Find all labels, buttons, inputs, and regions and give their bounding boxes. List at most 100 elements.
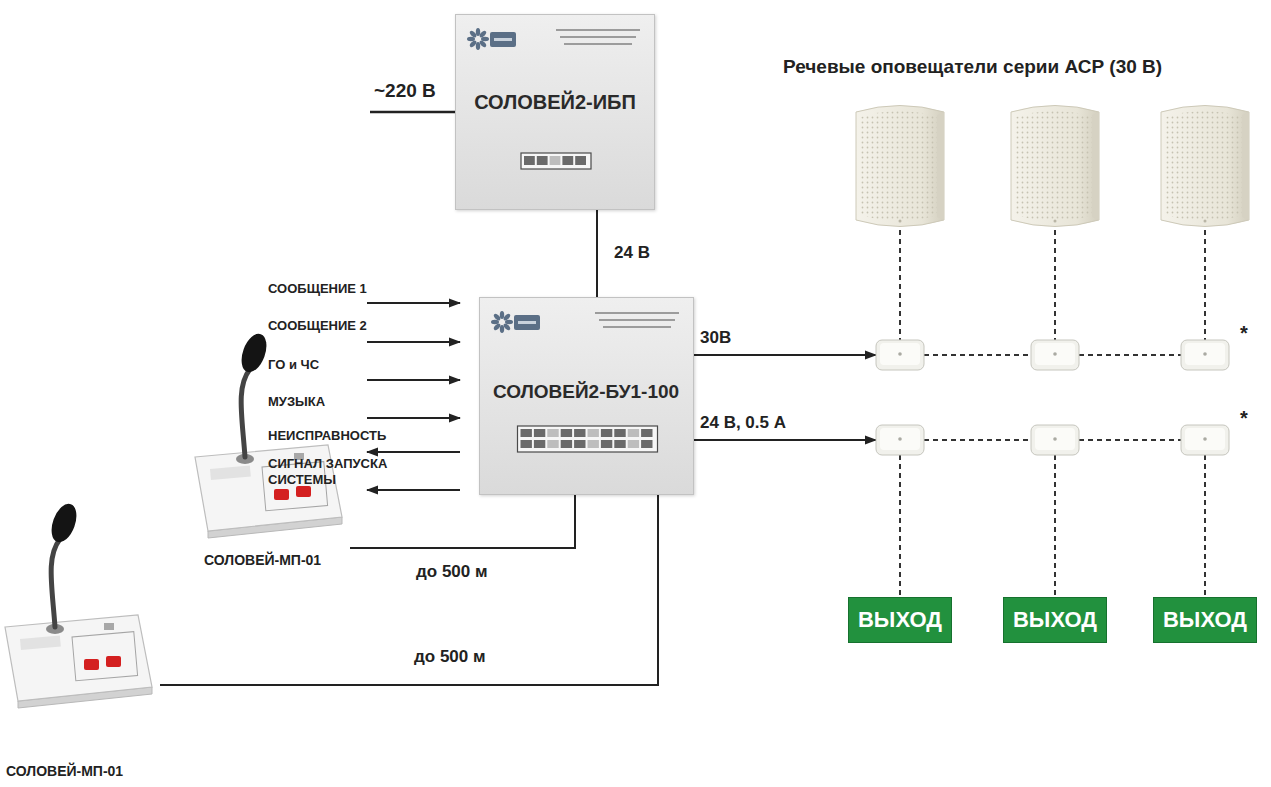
indicator-cell: [641, 440, 652, 448]
console-switch: [104, 623, 114, 630]
speaker-icons: [1011, 106, 1099, 227]
microphone-console: СОЛОВЕЙ-МП-01: [190, 340, 350, 570]
output-lines: [688, 439, 876, 441]
signal-arrows: [367, 341, 460, 343]
exit-sign: ВЫХОД: [1153, 597, 1257, 643]
dashed-wiring: [900, 230, 1205, 596]
signal-label: ~220 В: [374, 80, 436, 103]
logo-plate: [490, 32, 516, 47]
gooseneck: [51, 539, 60, 627]
exit-sign: ВЫХОД: [1003, 597, 1107, 643]
indicator-cell: [575, 156, 586, 165]
indicator-cell: [560, 440, 571, 448]
text-stack: ВЫХОД: [1004, 598, 1106, 642]
signal-label: МУЗЫКА: [268, 394, 325, 410]
dashed-wiring: [1204, 230, 1206, 340]
junction-boxes: [1181, 425, 1229, 455]
fine-print: [603, 326, 671, 328]
text-stack: ВЫХОД: [849, 598, 951, 642]
dashed-wiring: [1079, 439, 1181, 441]
device-label: СОЛОВЕЙ-МП-01: [6, 763, 123, 780]
console-button: [106, 656, 121, 667]
exit-text: ВЫХОД: [1013, 608, 1097, 632]
footnote-mark: *: [1240, 321, 1248, 345]
indicator-cell: [533, 429, 544, 437]
indicator-cell: [641, 429, 652, 437]
indicator-panel: [517, 426, 657, 452]
logo-petal: [479, 30, 488, 39]
text-stack: СОЛОВЕЙ-МП-01: [190, 552, 350, 569]
logo-petal: [491, 320, 499, 324]
logo-plate-line: [518, 321, 536, 324]
gooseneck: [241, 369, 250, 457]
signal-label: 24 В, 0.5 А: [700, 413, 786, 433]
dashed-wiring: [924, 439, 1031, 441]
signal-arrows: [367, 302, 460, 304]
cable-label: до 500 м: [414, 562, 490, 582]
fine-print: [560, 36, 636, 38]
fine-print: [599, 319, 675, 321]
exit-text: ВЫХОД: [858, 608, 942, 632]
logo-petal: [502, 313, 511, 322]
device-label: СОЛОВЕЙ-МП-01: [204, 552, 321, 569]
signal-arrows: [367, 379, 460, 381]
indicator-cell: [627, 440, 638, 448]
speaker-icons: [856, 106, 1249, 227]
junction-boxes: [1031, 425, 1079, 455]
indicator-cell: [562, 156, 573, 165]
signal-label: СООБЩЕНИЕ 1: [268, 281, 367, 297]
junction-boxes: [876, 340, 1229, 455]
signal-arrows: [367, 451, 460, 453]
indicator-cell: [560, 429, 571, 437]
junction-boxes: [1181, 340, 1229, 370]
microphone-console-picture: [0, 505, 160, 785]
console-label-area: [20, 636, 61, 650]
console-button: [296, 486, 311, 497]
microphone-head: [47, 500, 81, 545]
microphone-console-picture: [190, 340, 350, 570]
dashed-wiring: [924, 354, 1031, 356]
indicator-cell: [627, 429, 638, 437]
indicator-cell: [614, 429, 625, 437]
logo-petal: [499, 325, 503, 333]
speaker-icons: [1161, 106, 1249, 227]
signal-label: НЕИСПРАВНОСТЬ: [268, 428, 386, 444]
mains-wire: [370, 112, 455, 113]
device-box: СОЛОВЕЙ2-БУ1-100: [479, 297, 694, 495]
signal-arrows: [367, 489, 460, 491]
console-label-area: [210, 466, 251, 480]
indicator-cell: [520, 440, 531, 448]
fine-print: [564, 43, 632, 45]
footnote-mark: *: [1240, 406, 1248, 430]
indicator-cell: [547, 429, 558, 437]
junction-boxes: [1031, 340, 1079, 370]
text-stack: СОЛОВЕЙ2-ИБП: [456, 90, 654, 114]
signal-label: ГО и ЧС: [268, 357, 319, 373]
logo-plate-line: [494, 38, 512, 41]
logo-petal: [499, 311, 503, 319]
logo-petal: [505, 320, 513, 324]
indicator-cell: [600, 429, 611, 437]
indicator-cell: [587, 429, 598, 437]
logo-plate: [514, 315, 540, 330]
device-box: СОЛОВЕЙ2-ИБП: [455, 14, 655, 210]
console-body: [5, 615, 152, 701]
indicator-cell: [537, 156, 548, 165]
device-name: СОЛОВЕЙ2-БУ1-100: [493, 381, 679, 404]
dashed-wiring: [1054, 230, 1056, 340]
exit-sign: ВЫХОД: [848, 597, 952, 643]
logo-petal: [476, 28, 480, 36]
signal-label: СООБЩЕНИЕ 2: [268, 318, 367, 334]
text-stack: СОЛОВЕЙ2-БУ1-100: [480, 381, 693, 404]
output-lines: [688, 355, 876, 440]
fine-print: [595, 312, 679, 314]
indicator-cell: [547, 440, 558, 448]
indicator-cell: [533, 440, 544, 448]
junction-boxes: [876, 425, 924, 455]
cable-line: [596, 210, 598, 297]
brand-logo: [491, 311, 540, 333]
dashed-wiring: [1204, 455, 1206, 596]
logo-petal: [476, 42, 480, 50]
indicator-panel: [521, 153, 591, 169]
